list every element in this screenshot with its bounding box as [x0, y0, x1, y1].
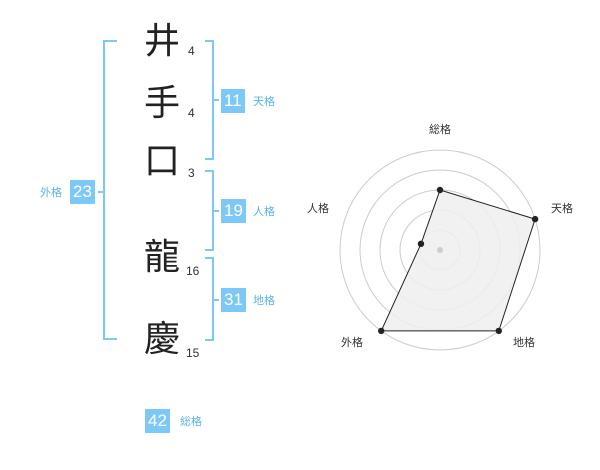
name-char-2: 手 — [143, 83, 180, 124]
radar-axis-label-tenkaku: 天格 — [551, 201, 573, 215]
radar-axis-label-chikaku: 地格 — [513, 335, 535, 349]
stroke-count-1: 4 — [188, 44, 195, 58]
gaikaku-value-badge: 23 — [70, 180, 95, 204]
tenkaku-label: 天格 — [253, 95, 275, 108]
radar-axis-label-gaikaku: 外格 — [341, 335, 363, 349]
radar-point-5 — [417, 240, 425, 248]
radar-axis-label-jinkaku: 人格 — [307, 201, 329, 215]
name-char-4: 龍 — [143, 237, 180, 278]
soukaku-value-badge: 42 — [145, 409, 170, 433]
name-char-5: 慶 — [143, 319, 180, 360]
jinkaku-value-badge: 19 — [221, 199, 246, 223]
tenkaku-bracket — [205, 40, 214, 160]
chikaku-label: 地格 — [253, 294, 275, 307]
radar-point-1 — [436, 186, 444, 194]
chikaku-bracket — [205, 257, 214, 341]
radar-center-dot — [437, 247, 443, 253]
stroke-count-4: 16 — [186, 264, 200, 278]
name-char-1: 井 — [143, 21, 180, 62]
radar-point-3 — [495, 327, 502, 335]
name-char-3: 口 — [143, 141, 180, 182]
jinkaku-label: 人格 — [253, 205, 275, 218]
radar-point-2 — [531, 215, 539, 223]
gaikaku-label: 外格 — [40, 186, 62, 199]
radar-data-polygon — [380, 189, 536, 332]
stroke-count-5: 15 — [186, 346, 200, 360]
radar-ring-5 — [339, 149, 541, 351]
gaikaku-bracket — [103, 40, 117, 340]
tenkaku-value-badge: 11 — [221, 89, 245, 113]
radar-point-4 — [378, 327, 385, 335]
soukaku-label: 総格 — [180, 415, 202, 428]
jinkaku-bracket — [205, 170, 214, 251]
stroke-count-3: 3 — [188, 166, 195, 180]
stroke-count-2: 4 — [188, 106, 195, 120]
radar-axis-label-soukaku: 総格 — [429, 122, 451, 136]
radar-chart — [339, 149, 541, 351]
chikaku-value-badge: 31 — [221, 288, 246, 312]
